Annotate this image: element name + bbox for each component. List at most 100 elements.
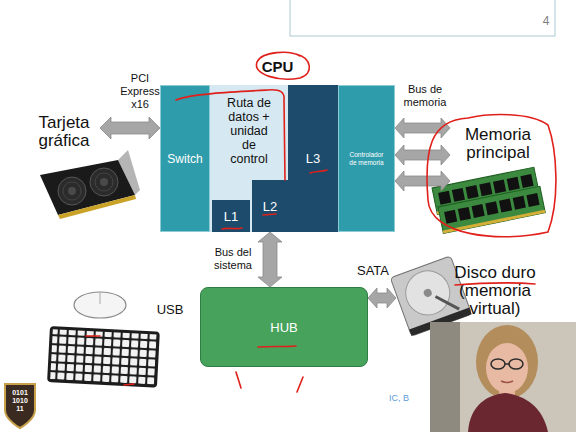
ram-chip [458,207,471,221]
node-text: L1 [224,209,238,224]
annotation-outline [427,115,556,237]
ram-chip [520,174,533,188]
person-neck [499,385,515,399]
device-label: Disco duro (memoria virtual) [396,262,538,320]
node-text: L2 [263,199,277,214]
person-glasses-bridge [505,363,509,365]
annotation-underline [263,214,276,215]
bus-arrow [368,288,396,308]
card-fan-ring [63,182,81,200]
node-text: Switch [167,152,202,166]
keyboard [47,326,160,388]
card-bracket [118,150,140,195]
ram-contacts [443,210,546,234]
logo-text: 11 [5,405,35,413]
annotation-circle [256,52,309,79]
ram-contacts [437,191,540,215]
ram-chip [513,196,526,210]
ram-chip [479,182,492,196]
card-fan [90,168,118,196]
ram-board [432,167,539,214]
card-fan-ring [95,173,113,191]
ram-chip [472,204,485,218]
logo-text: 1010 [5,397,35,405]
node-text: Ruta de datos + unidad de control [222,96,276,166]
node-text: Controlador de memoria [347,151,387,167]
cpu-box: CPUSwitchRuta de datos + unidad de contr… [160,85,395,232]
bus-label: PCI Express x16 [113,72,167,111]
bus-label: Bus de memoria [396,83,454,109]
ram-chip [466,185,479,199]
ram-chip [499,199,512,213]
bus-arrow [395,145,450,165]
annotation-underline [310,170,327,173]
keyboard-body [47,326,160,388]
annotation-tick [297,377,303,392]
person-top [468,393,548,432]
ram-chip [438,191,451,205]
ram-chip [526,193,539,207]
device-label: Tarjeta gráfica [28,112,100,152]
ram-chip [485,201,498,215]
bus-arrow [395,118,450,138]
annotation-tick [86,335,100,337]
switch-block: Switch [160,85,210,232]
card-fan [58,177,86,205]
bus-label: USB [149,302,191,317]
person-face [486,343,528,393]
person-mouth [501,381,513,383]
bus-arrow [395,171,450,191]
ram-chip [507,177,520,191]
logo-text: 0101 [5,389,35,397]
card-fan-hub [100,178,108,186]
card-body [40,160,135,215]
ram-chip [444,210,457,224]
node-text: Disco duro (memoria virtual) [452,264,538,318]
webcam-inset [430,322,576,432]
annotation-tick [124,384,134,385]
bus-label: SATA [350,263,396,279]
webcam-background [430,322,576,432]
bus-arrow [100,117,160,139]
annotation-underline [222,228,242,229]
bus-arrow [258,232,282,287]
person-glasses [509,359,523,369]
card-fan-hub [68,187,76,195]
disk-platter [400,265,456,321]
annotation-tick [236,372,241,388]
annotation-stroke [176,90,285,180]
node-text: L3 [306,151,320,166]
cache-block: L1 [212,200,250,232]
disk-arm [435,290,459,315]
node-text: Memoria principal [450,126,546,162]
graphics-card [40,150,140,219]
footer-text: IC, B [389,393,431,403]
webcam-shelf [430,322,460,432]
annotation-underline [455,283,535,285]
ram-chip [493,180,506,194]
node-text: Tarjeta gráfica [28,114,100,150]
person-glasses [491,359,505,369]
node-heading: CPU [160,58,395,75]
ram-board [438,186,545,233]
keyboard-keys [50,329,156,384]
header-box [290,0,555,36]
mouse-button-split [100,292,101,304]
slide-number: 4 [536,14,556,28]
disk-board [409,308,472,336]
cache-block: L3 [288,85,338,232]
hub-box: HUB [200,287,368,367]
cache-block: L2 [252,180,288,232]
person-hair [476,325,538,399]
memory-controller-block: Controlador de memoria [338,85,395,232]
ram-module [432,167,539,214]
card-contacts [58,195,136,219]
disk-spindle [423,288,433,298]
ram-chip [452,188,465,202]
bus-label: Bus del sistema [203,246,263,272]
ram-module [438,186,545,233]
logo-shield [5,384,35,428]
mouse-body [74,292,126,318]
device-label: Memoria principal [450,124,546,164]
